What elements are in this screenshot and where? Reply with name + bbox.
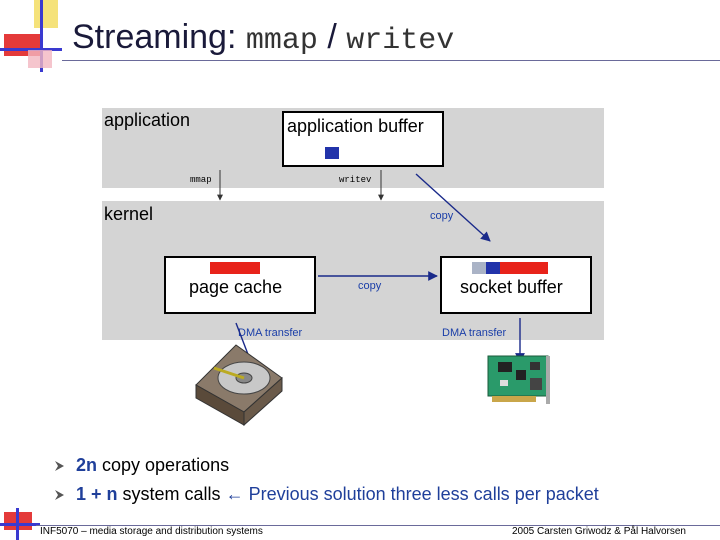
network-card-icon [487, 355, 550, 404]
footer-rule [36, 525, 720, 526]
bullet-marker-2 [55, 490, 64, 500]
app-buffer-blue-block [325, 147, 339, 159]
writev-label: writev [339, 175, 372, 185]
bullet-2-text: system calls [117, 484, 226, 504]
socket-buffer-label: socket buffer [460, 277, 563, 297]
dma-right-label: DMA transfer [442, 327, 507, 339]
corner-blue-bar-h [0, 48, 62, 51]
title-writev: writev [346, 24, 455, 58]
bullet-1-text: copy operations [97, 455, 230, 475]
bullet-1-bold: 2n [76, 455, 98, 475]
copy-top-arrow [415, 173, 491, 242]
socket-buffer-red-block [500, 262, 548, 274]
page-cache-label: page cache [189, 277, 283, 297]
socket-buffer-blue-block [486, 262, 500, 274]
bullet-1: 2n copy operations [76, 455, 229, 476]
title-mmap: mmap [245, 24, 318, 58]
page-cache-red-block [210, 262, 260, 274]
title-text: Streaming: [72, 18, 246, 56]
bullet-2: 1 + n system calls ← Previous solution t… [76, 484, 599, 505]
application-label: application [104, 110, 191, 130]
dma-left-label: DMA transfer [238, 327, 303, 339]
corner-yellow-square [34, 0, 58, 28]
copy-mid-label: copy [358, 280, 382, 292]
slide-title: Streaming: mmap / writev [72, 18, 454, 58]
bullet-2-bold: 1 + n [76, 484, 118, 504]
footer-right: 2005 Carsten Griwodz & Pål Halvorsen [512, 526, 686, 537]
bullet-marker-1 [55, 461, 64, 471]
socket-buffer-gray-block [472, 262, 486, 274]
bullet-2-arrow-text: ← Previous solution three less calls per… [225, 484, 599, 504]
mmap-label: mmap [190, 175, 212, 185]
copy-top-label: copy [430, 210, 454, 222]
title-rule [62, 60, 720, 61]
hard-disk-icon [195, 344, 283, 427]
corner-pink-square [28, 50, 52, 68]
footer-blue-bar-h [0, 523, 40, 526]
title-sep: / [317, 18, 347, 56]
kernel-label: kernel [104, 204, 154, 224]
footer-left: INF5070 – media storage and distribution… [40, 526, 263, 537]
application-buffer-label: application buffer [287, 116, 424, 136]
corner-blue-bar-v [40, 0, 43, 72]
application-buffer-box [282, 111, 444, 167]
